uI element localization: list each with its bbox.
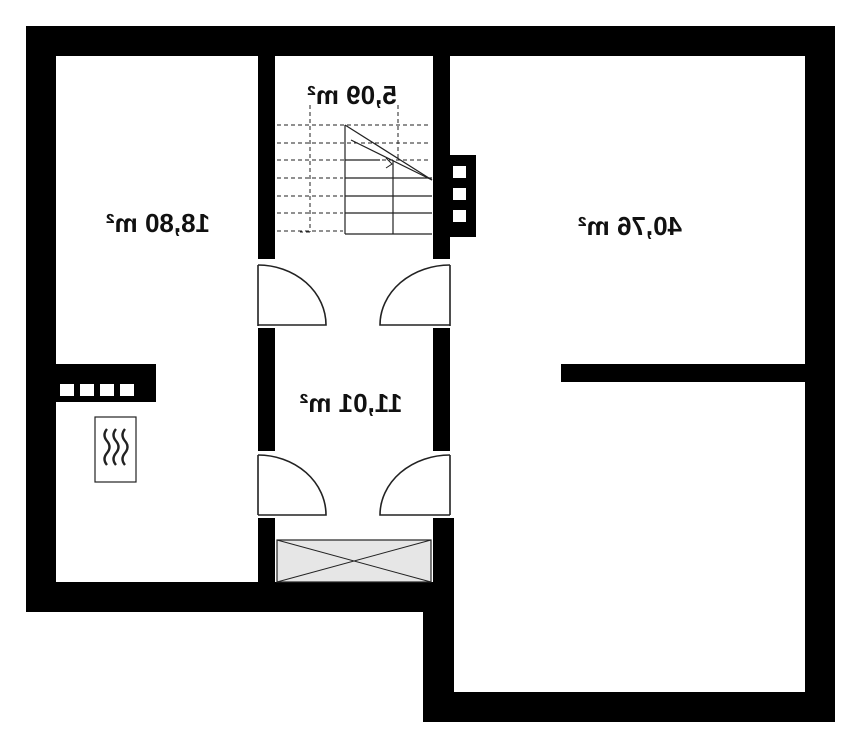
room-area-right: 40,76 m² xyxy=(578,211,682,241)
wall-bottom-left xyxy=(26,582,454,612)
staircase xyxy=(277,105,433,235)
doors xyxy=(257,264,451,516)
wall-step xyxy=(423,582,454,722)
wall-interior-left-2 xyxy=(258,328,275,451)
door-lower-left xyxy=(257,454,327,516)
room-area-stair: 5,09 m² xyxy=(307,80,397,110)
wall-bottom-right xyxy=(423,692,835,722)
room-area-left: 18,80 m² xyxy=(106,208,210,238)
entrance-window xyxy=(276,539,432,583)
room-area-hall: 11,01 m² xyxy=(299,388,402,418)
vent-duct-stair xyxy=(449,155,476,237)
wall-interior-right-2 xyxy=(433,328,450,451)
door-upper-left xyxy=(257,264,327,326)
wall-partition-right xyxy=(561,364,807,382)
wall-right xyxy=(805,26,835,722)
heater-icon xyxy=(94,416,137,483)
vent-duct-left xyxy=(56,364,156,402)
wall-left xyxy=(26,26,56,612)
wall-top xyxy=(26,26,835,56)
wall-interior-left-3 xyxy=(258,518,275,584)
door-lower-right xyxy=(379,454,451,516)
walls xyxy=(26,26,835,722)
wall-interior-left-1 xyxy=(258,56,275,259)
wall-interior-right-3 xyxy=(433,518,454,584)
door-upper-right xyxy=(379,264,451,326)
wall-interior-right-1 xyxy=(433,56,450,259)
room-labels: 18,80 m² 5,09 m² 11,01 m² 40,76 m² xyxy=(106,80,682,418)
